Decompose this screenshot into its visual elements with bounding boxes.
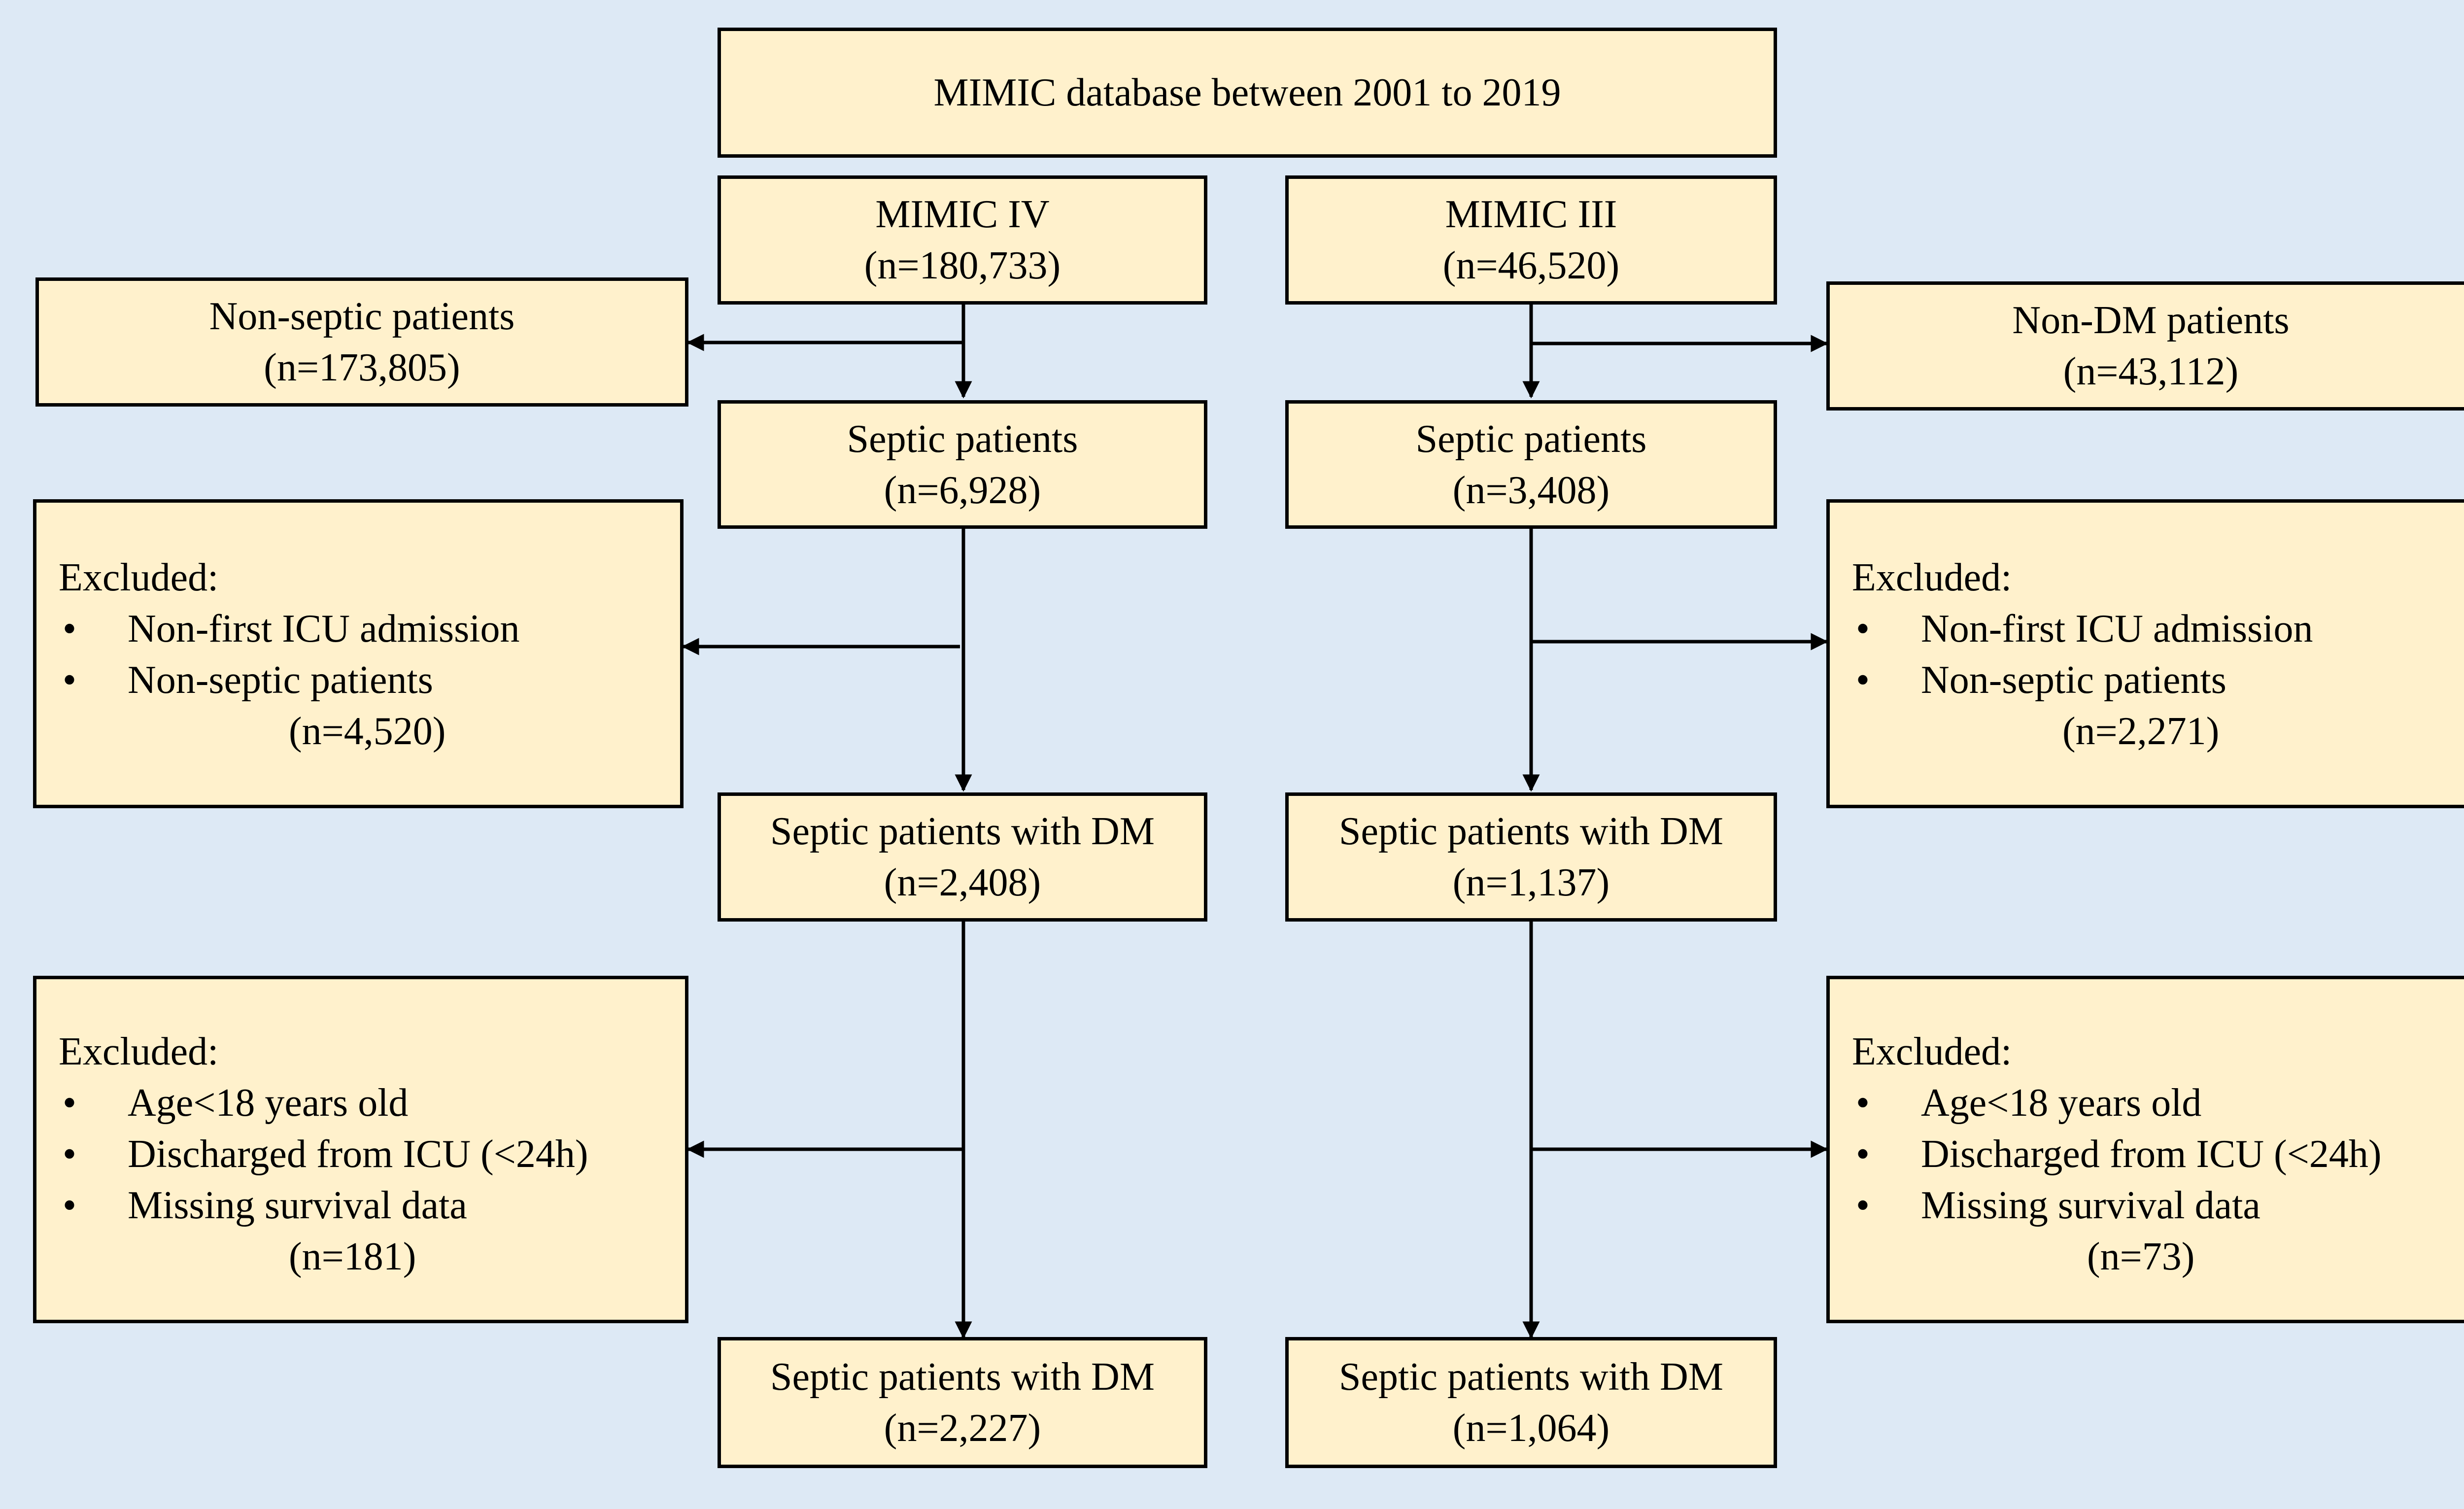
mimic-iv-count: (n=180,733) [864,244,1061,287]
excluded1-box-right: Excluded: Non-first ICU admission Non-se… [1826,499,2464,808]
excluded1-count-right: (n=2,271) [2062,710,2220,753]
excluded1-title-left: Excluded: [59,556,219,599]
septic-dm-box-left: Septic patients with DM (n=2,408) [718,792,1207,922]
septic-label-left: Septic patients [847,417,1078,461]
final-count-right: (n=1,064) [1452,1406,1610,1450]
excluded1-item-right: Non-first ICU admission [1852,603,2313,654]
excluded2-title-right: Excluded: [1852,1030,2012,1073]
mimic-iii-box: MIMIC III (n=46,520) [1285,175,1777,305]
excluded2-count-left: (n=181) [289,1235,416,1278]
excluded1-title-right: Excluded: [1852,556,2012,599]
excluded2-item-right: Age<18 years old [1852,1077,2382,1129]
excluded2-item-left: Discharged from ICU (<24h) [59,1129,588,1180]
excluded2-item-left: Age<18 years old [59,1077,588,1129]
non-dm-count: (n=43,112) [2063,350,2239,393]
non-septic-box: Non-septic patients (n=173,805) [35,277,688,407]
non-septic-label: Non-septic patients [209,295,515,338]
excluded1-item-left: Non-first ICU admission [59,603,520,654]
mimic-iii-label: MIMIC III [1445,193,1617,236]
septic-count-right: (n=3,408) [1452,468,1610,512]
excluded2-item-left: Missing survival data [59,1180,588,1231]
final-label-left: Septic patients with DM [770,1355,1155,1399]
mimic-iii-count: (n=46,520) [1442,244,1620,287]
final-count-left: (n=2,227) [884,1406,1041,1450]
mimic-iv-label: MIMIC IV [875,193,1050,236]
excluded2-item-right: Missing survival data [1852,1180,2382,1231]
excluded1-count-left: (n=4,520) [289,710,446,753]
mimic-iv-box: MIMIC IV (n=180,733) [718,175,1207,305]
database-title: MIMIC database between 2001 to 2019 [933,71,1561,114]
final-box-left: Septic patients with DM (n=2,227) [718,1337,1207,1468]
database-box: MIMIC database between 2001 to 2019 [718,28,1777,158]
non-dm-label: Non-DM patients [2012,299,2290,342]
septic-dm-count-left: (n=2,408) [884,861,1041,904]
non-septic-count: (n=173,805) [264,346,460,389]
excluded1-item-left: Non-septic patients [59,654,520,706]
septic-dm-box-right: Septic patients with DM (n=1,137) [1285,792,1777,922]
septic-dm-label-right: Septic patients with DM [1339,810,1723,853]
excluded2-count-right: (n=73) [2087,1235,2195,1278]
excluded2-item-right: Discharged from ICU (<24h) [1852,1129,2382,1180]
septic-dm-label-left: Septic patients with DM [770,810,1155,853]
septic-count-left: (n=6,928) [884,468,1041,512]
excluded2-box-right: Excluded: Age<18 years old Discharged fr… [1826,976,2464,1323]
excluded1-box-left: Excluded: Non-first ICU admission Non-se… [33,499,684,808]
final-label-right: Septic patients with DM [1339,1355,1723,1399]
septic-box-left: Septic patients (n=6,928) [718,400,1207,529]
septic-box-right: Septic patients (n=3,408) [1285,400,1777,529]
excluded1-item-right: Non-septic patients [1852,654,2313,706]
excluded2-box-left: Excluded: Age<18 years old Discharged fr… [33,976,688,1323]
septic-label-right: Septic patients [1415,417,1647,461]
excluded2-title-left: Excluded: [59,1030,219,1073]
septic-dm-count-right: (n=1,137) [1452,861,1610,904]
final-box-right: Septic patients with DM (n=1,064) [1285,1337,1777,1468]
non-dm-box: Non-DM patients (n=43,112) [1826,281,2464,411]
